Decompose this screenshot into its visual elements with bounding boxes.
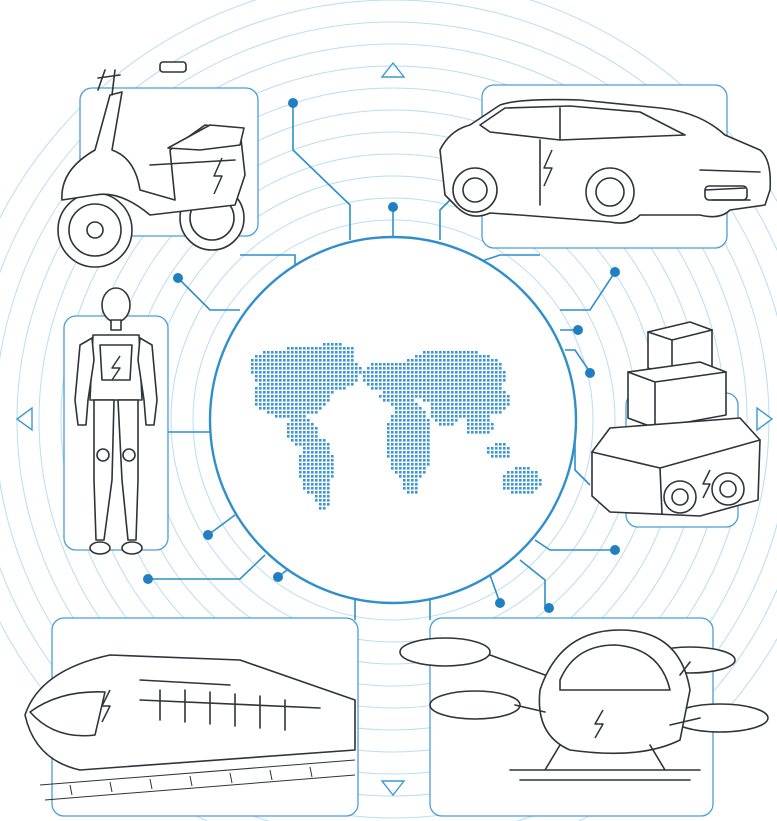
connector-node xyxy=(544,603,554,613)
connector-node xyxy=(173,273,183,283)
connector-node xyxy=(288,98,298,108)
connector-node xyxy=(495,598,505,608)
connector-node xyxy=(610,545,620,555)
world-hub xyxy=(208,235,578,605)
connector-lines xyxy=(148,103,616,620)
robot-panel xyxy=(63,287,169,555)
car-panel xyxy=(439,84,772,249)
world-map-icon xyxy=(251,343,542,510)
robot-icon xyxy=(74,287,158,555)
arrow-left-icon xyxy=(15,406,33,432)
drone-panel xyxy=(399,617,769,817)
arrow-right-icon xyxy=(756,406,774,432)
connector-node xyxy=(203,530,213,540)
connector-node xyxy=(573,325,583,335)
background-ring xyxy=(170,197,616,643)
scooter-icon xyxy=(57,61,246,268)
connector-nodes xyxy=(143,98,620,613)
train-icon xyxy=(24,654,356,801)
arrow-up-icon xyxy=(380,61,406,78)
delivery-robot-panel xyxy=(591,321,761,528)
connector-node xyxy=(143,574,153,584)
delivery-robot-icon xyxy=(591,321,761,517)
connector-node xyxy=(610,267,620,277)
background-ring xyxy=(0,21,777,819)
arrow-down-icon xyxy=(380,780,406,797)
connector-node xyxy=(273,572,283,582)
drone-icon xyxy=(399,629,769,781)
train-panel xyxy=(24,617,359,817)
car-icon xyxy=(439,98,772,224)
scooter-panel xyxy=(57,61,259,268)
connector-node xyxy=(388,202,398,212)
connector-node xyxy=(585,368,595,378)
